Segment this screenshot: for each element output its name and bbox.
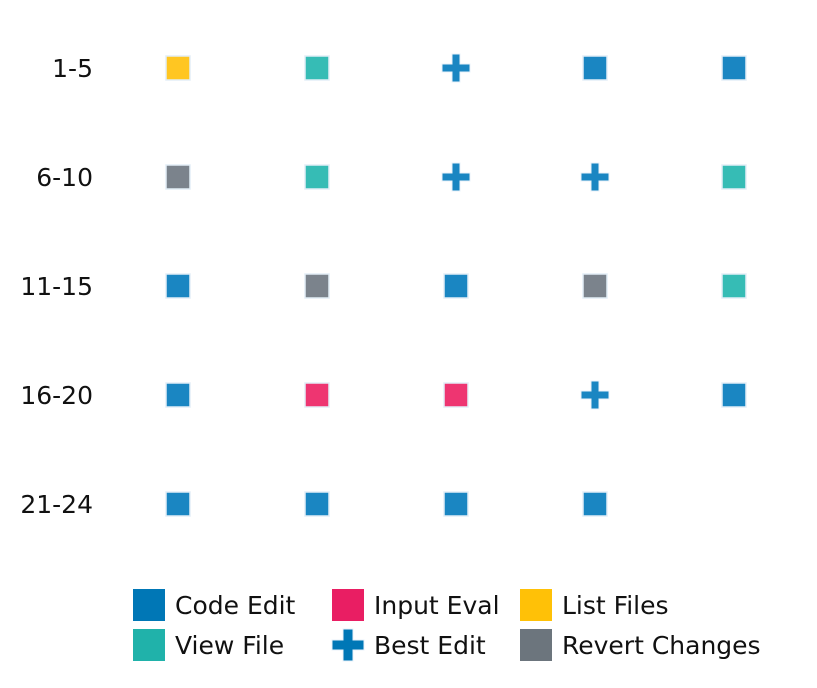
marker-view-file: [304, 164, 330, 190]
marker-code-edit: [582, 491, 608, 517]
marker-code-edit: [443, 491, 469, 517]
legend-view-file-label: View File: [175, 631, 284, 660]
marker-view-file: [721, 164, 747, 190]
legend-view-file-icon: [133, 629, 165, 661]
legend-revert-changes: Revert Changes: [520, 629, 761, 661]
marker-code-edit: [443, 273, 469, 299]
marker-code-edit: [165, 491, 191, 517]
legend-best-edit-label: Best Edit: [374, 631, 486, 660]
legend-revert-changes-label: Revert Changes: [562, 631, 761, 660]
marker-revert-changes: [582, 273, 608, 299]
legend-view-file: View File: [133, 629, 284, 661]
legend-code-edit: Code Edit: [133, 589, 296, 621]
legend-list-files-label: List Files: [562, 591, 669, 620]
marker-input-eval: [304, 382, 330, 408]
row-label: 11-15: [20, 272, 93, 301]
legend-revert-changes-icon: [520, 629, 552, 661]
legend-list-files-icon: [520, 589, 552, 621]
legend-best-edit: Best Edit: [331, 628, 486, 662]
marker-code-edit: [721, 55, 747, 81]
legend-input-eval-icon: [332, 589, 364, 621]
legend-best-edit-icon: [331, 628, 365, 662]
marker-best-edit: [441, 53, 471, 83]
marker-code-edit: [165, 382, 191, 408]
marker-list-files: [165, 55, 191, 81]
legend-code-edit-label: Code Edit: [175, 591, 296, 620]
marker-revert-changes: [304, 273, 330, 299]
marker-code-edit: [582, 55, 608, 81]
legend-input-eval-label: Input Eval: [374, 591, 500, 620]
legend-code-edit-icon: [133, 589, 165, 621]
marker-best-edit: [441, 162, 471, 192]
legend-list-files: List Files: [520, 589, 669, 621]
legend-input-eval: Input Eval: [332, 589, 500, 621]
marker-best-edit: [580, 380, 610, 410]
row-label: 21-24: [20, 490, 93, 519]
marker-view-file: [304, 55, 330, 81]
row-label: 1-5: [52, 54, 93, 83]
row-labels: 1-5 6-10 11-15 16-20 21-24: [20, 54, 93, 519]
row-label: 6-10: [36, 163, 93, 192]
marker-revert-changes: [165, 164, 191, 190]
marker-best-edit: [580, 162, 610, 192]
row-label: 16-20: [20, 381, 93, 410]
marker-view-file: [721, 273, 747, 299]
marker-code-edit: [721, 382, 747, 408]
marker-code-edit: [304, 491, 330, 517]
chart-marks: [165, 53, 747, 517]
marker-input-eval: [443, 382, 469, 408]
marker-code-edit: [165, 273, 191, 299]
